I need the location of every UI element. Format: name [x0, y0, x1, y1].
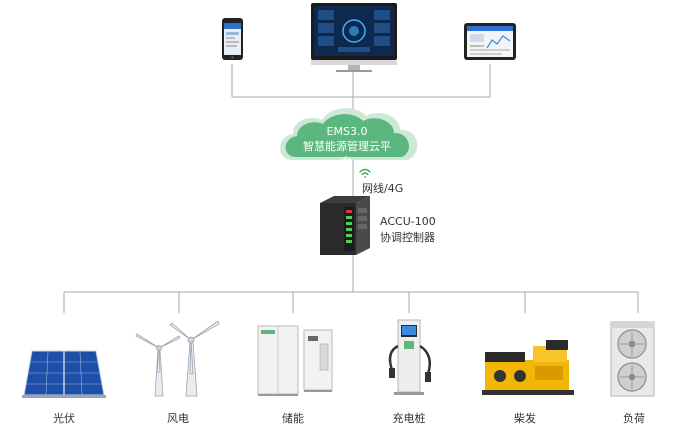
controller-device-icon [320, 196, 370, 255]
cloud-platform-version: EMS3.0 [326, 125, 368, 138]
cloud-platform-name: 智慧能源管理云平台 [303, 140, 391, 168]
diesel-generator-icon [482, 340, 574, 395]
monitor-icon [311, 3, 397, 72]
controller-model-label: ACCU-100 [380, 215, 436, 228]
network-label: 网线/4G [362, 182, 404, 195]
device-label-load: 负荷 [623, 412, 645, 425]
cloud-platform-label: EMS3.0 智慧能源管理云平台 [302, 124, 392, 169]
device-label-generator: 柴发 [514, 412, 536, 425]
device-label-storage: 储能 [282, 412, 304, 425]
bottom-bus [63, 291, 639, 313]
wind-turbine-icon [135, 320, 220, 397]
device-label-charger: 充电桩 [392, 412, 426, 425]
wifi-icon [359, 168, 371, 178]
top-connectors [231, 64, 491, 114]
device-label-solar: 光伏 [53, 412, 75, 425]
device-label-wind: 风电 [167, 412, 189, 425]
cloud-shape [280, 108, 418, 160]
energy-storage-icon [257, 325, 333, 396]
tablet-icon [464, 23, 516, 60]
load-unit-icon [610, 321, 655, 397]
controller-name-label: 协调控制器 [380, 231, 435, 244]
smartphone-icon [222, 18, 243, 60]
solar-panel-icon [22, 350, 106, 398]
ev-charger-icon [388, 319, 431, 395]
